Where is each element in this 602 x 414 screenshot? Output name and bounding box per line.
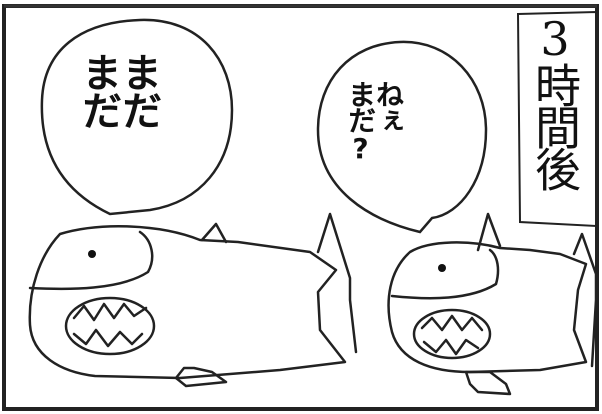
right-creature	[387, 212, 598, 396]
left-speech-bubble	[40, 18, 234, 216]
left-speech-text: まだ まだ	[75, 52, 161, 128]
time-caption: 3時間後	[528, 12, 582, 188]
right-speech-bubble	[316, 40, 488, 234]
right-speech-text: ねぇ まだ?	[344, 80, 405, 163]
time-caption-box	[516, 10, 597, 228]
left-creature	[28, 212, 358, 388]
